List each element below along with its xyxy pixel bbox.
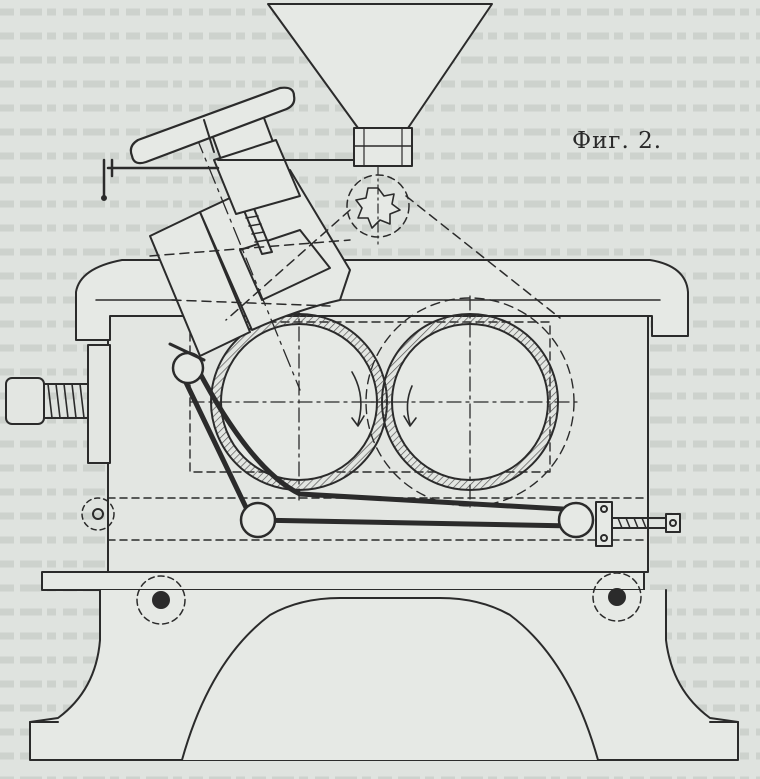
belt-tensioner	[595, 501, 681, 547]
roller-right	[365, 295, 579, 511]
drive-lines	[149, 195, 561, 321]
hopper	[267, 3, 493, 167]
base-bolt-left	[136, 575, 186, 625]
side-screw-adjuster	[5, 344, 111, 464]
side-lever	[101, 158, 363, 201]
hand-wheel	[129, 86, 296, 165]
figure-caption: Фиг. 2.	[572, 128, 663, 154]
conveyor-belt	[81, 342, 595, 539]
feed-roller	[346, 165, 410, 245]
base-stand	[29, 571, 739, 761]
